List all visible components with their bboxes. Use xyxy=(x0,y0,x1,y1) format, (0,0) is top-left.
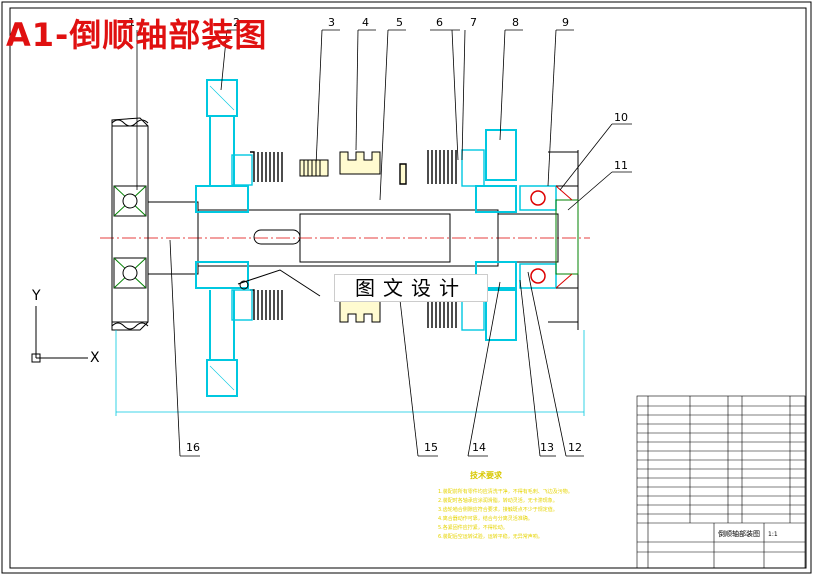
tech-requirement-line: 1.装配前所有零件均应清洗干净，不得有毛刺、飞边及污物。 xyxy=(438,489,573,495)
overall-dimension xyxy=(115,330,585,416)
drawing-title: A1-倒顺轴部装图 xyxy=(6,16,268,54)
tech-requirement-line: 3.齿轮啮合侧隙应符合要求，接触斑点不少于规定值。 xyxy=(438,507,558,513)
callout-14: 14 xyxy=(472,441,486,454)
tech-requirement-line: 6.装配后空运转试验，运转平稳，无异常声响。 xyxy=(438,534,543,540)
callout-13: 13 xyxy=(540,441,554,454)
left-clutch-discs xyxy=(231,151,283,321)
callout-1: 1 xyxy=(128,16,135,29)
callout-2: 2 xyxy=(233,16,240,29)
title-block-drawing-name: 倒顺轴部装图 xyxy=(718,530,760,538)
callout-9: 9 xyxy=(562,16,569,29)
callout-10: 10 xyxy=(614,111,628,124)
callout-6: 6 xyxy=(436,16,443,29)
screw-3 xyxy=(299,159,329,177)
left-housing xyxy=(111,117,149,331)
lever xyxy=(237,269,321,297)
tech-requirement-line: 4.离合器动作可靠，结合与分离灵活准确。 xyxy=(438,516,533,522)
callout-3: 3 xyxy=(328,16,335,29)
callout-12: 12 xyxy=(568,441,582,454)
callout-11: 11 xyxy=(614,159,628,172)
right-gear xyxy=(475,129,517,341)
left-bearing-top xyxy=(113,185,147,217)
left-bearing-bottom xyxy=(113,257,147,289)
callout-15: 15 xyxy=(424,441,438,454)
inner-border xyxy=(9,7,807,569)
axis-y-label: Y xyxy=(31,288,41,304)
callout-4: 4 xyxy=(362,16,369,29)
tech-requirements-title: 技术要求 xyxy=(470,471,502,480)
ucs-icon xyxy=(31,306,88,363)
main-shaft xyxy=(147,201,559,275)
title-block-scale: 1:1 xyxy=(768,531,778,538)
tech-requirement-line: 2.装配时各轴承应涂润滑脂，转动灵活，无卡滞现象。 xyxy=(438,498,558,504)
clutch-collar xyxy=(339,151,381,323)
right-bearings xyxy=(519,185,557,289)
leader-lines xyxy=(136,29,632,457)
watermark: 图文设计 xyxy=(334,274,488,302)
large-gear xyxy=(195,79,249,397)
callout-7: 7 xyxy=(470,16,477,29)
right-clutch-discs xyxy=(399,149,485,331)
callout-8: 8 xyxy=(512,16,519,29)
parts-list xyxy=(636,395,806,569)
callout-5: 5 xyxy=(396,16,403,29)
callout-16: 16 xyxy=(186,441,200,454)
right-end-cap xyxy=(548,150,579,330)
axis-x-label: X xyxy=(90,350,100,366)
tech-requirement-line: 5.各紧固件应拧紧，不得松动。 xyxy=(438,525,508,531)
